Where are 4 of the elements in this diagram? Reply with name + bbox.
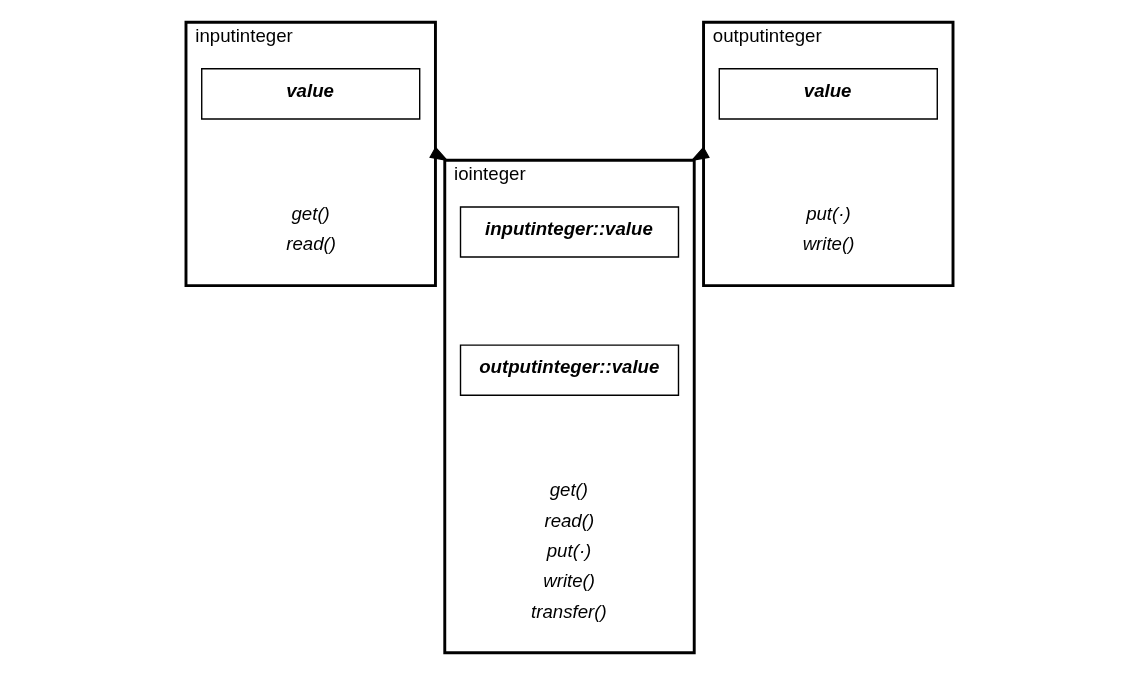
node-box: value [201,68,421,120]
node-box: value [718,68,938,120]
node-box: inputinteger::value [459,206,680,258]
node-box: outputinteger::value [459,344,680,396]
